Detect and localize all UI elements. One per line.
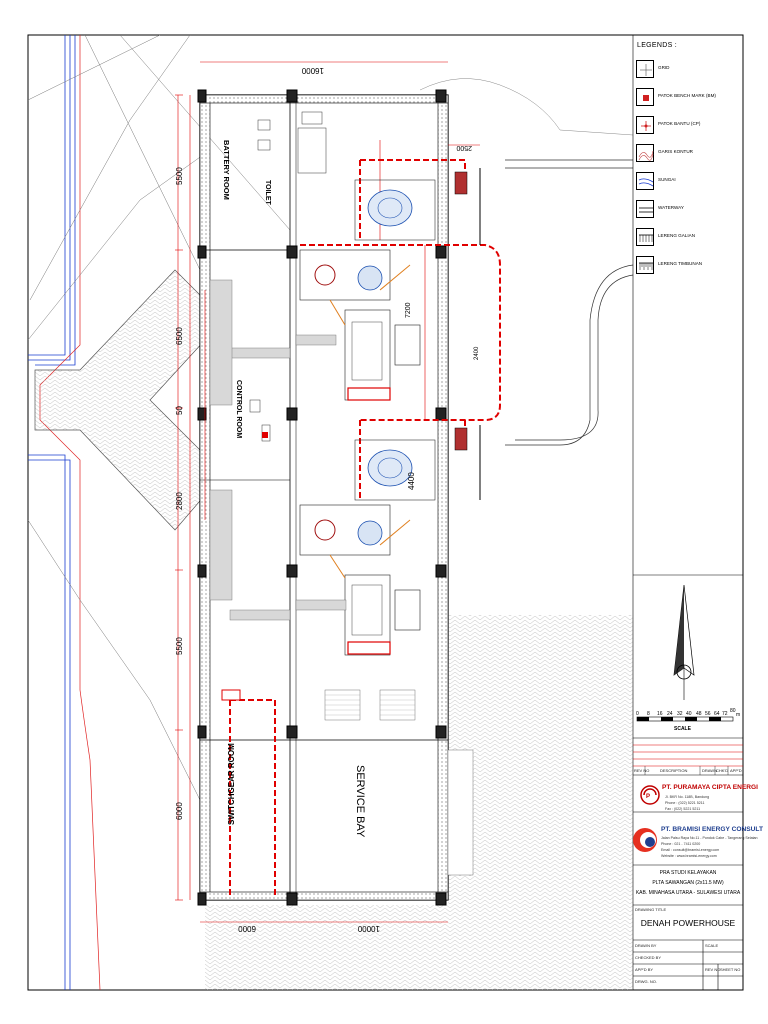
dim-5500-lower: 5500 xyxy=(175,637,184,655)
legend-label: GRID xyxy=(658,65,670,70)
owner-company-name: PT. PURAMAYA CIPTA ENERGI xyxy=(662,784,758,791)
legend-label: GARIS KONTUR xyxy=(658,149,693,154)
legend-title: LEGENDS : xyxy=(637,42,678,49)
cut-slope-icon xyxy=(636,228,654,246)
dim-bottom-left: 6000 xyxy=(238,924,256,933)
scale-tick: 48 xyxy=(696,711,702,717)
dim-7200: 7200 xyxy=(405,302,412,318)
scale-tick: 80 xyxy=(730,708,736,714)
sheet-no-label: SHEET NO xyxy=(720,967,741,972)
dim-bottom-right: 10000 xyxy=(357,924,380,933)
legend-item-contour: GARIS KONTUR xyxy=(636,144,740,170)
drawing-title: DENAH POWERHOUSE xyxy=(640,918,736,928)
drawn-label: DRAWN xyxy=(702,768,717,773)
river-lines xyxy=(28,35,76,990)
scale-tick: 56 xyxy=(705,711,711,717)
legend-item-grid: GRID xyxy=(636,60,740,86)
legend-item-fill-slope: LERENG TIMBUNAN xyxy=(636,256,740,282)
dim-6000: 6000 xyxy=(175,802,184,820)
owner-address-line: Jl. BKR No. 118B, Bandung xyxy=(665,795,710,799)
dim-2400: 2400 xyxy=(474,346,480,360)
control-point-icon xyxy=(636,116,654,134)
waterway-icon xyxy=(636,200,654,218)
drawn-by-label: DRAWN BY xyxy=(635,943,657,948)
room-battery: BATTERY ROOM xyxy=(222,140,231,200)
terrain-hatch xyxy=(448,615,633,990)
scale-tick: 40 xyxy=(686,711,692,717)
scale-tick: 24 xyxy=(667,711,673,717)
scale-tick: 32 xyxy=(677,711,683,717)
north-arrow-icon xyxy=(673,584,695,700)
approved-label: APP'D xyxy=(730,768,742,773)
rev-no-label: REV NO xyxy=(634,768,650,773)
checked-label: CHK'D xyxy=(716,768,729,773)
approved-by-label: APP'D BY xyxy=(635,967,654,972)
dimension-lines xyxy=(175,61,480,923)
scale-bar xyxy=(636,716,734,722)
drawing-title-label: DRAWING TITLE xyxy=(635,907,667,912)
legend-item-river: SUNGAI xyxy=(636,172,740,198)
fill-slope-icon xyxy=(636,256,654,274)
dim-4400: 4400 xyxy=(407,472,416,490)
room-toilet: TOILET xyxy=(264,180,271,205)
consultant-address-line: Jalan Palsu Raya No.11 - Pondok Cabe - T… xyxy=(661,836,758,840)
consultant-address-line: Email : consult@bramisi-energy.com xyxy=(661,848,720,852)
legend-label: SUNGAI xyxy=(658,177,676,182)
consultant-address-line: Phone : 021 - 7411 0200 xyxy=(661,842,701,846)
consultant-address-line: Website : www.bramisi-energy.com xyxy=(661,854,717,858)
consultant-logo-icon xyxy=(633,828,657,852)
legend-item-waterway: WATERWAY xyxy=(636,200,740,226)
consultant-company-name: PT. BRAMISI ENERGY CONSULT xyxy=(661,826,763,833)
project-line: KAB. MINAHASA UTARA - SULAWESI UTARA xyxy=(635,890,741,896)
penstock-bifurcation xyxy=(34,269,206,531)
dim-5500-upper: 5500 xyxy=(175,167,184,185)
legend-label: WATERWAY xyxy=(658,205,684,210)
scale-unit: m xyxy=(736,712,740,718)
scale-tick: 16 xyxy=(657,711,663,717)
svg-text:P: P xyxy=(646,794,650,800)
grid-icon xyxy=(636,60,654,78)
drawing-no-label: DRWG. NO. xyxy=(635,979,657,984)
dim-2500: 2500 xyxy=(456,144,472,151)
scale-tick: 0 xyxy=(636,711,639,717)
river-icon xyxy=(636,172,654,190)
rev-no-field-label: REV NO xyxy=(705,967,721,972)
legend-label: LERENG GALIAN xyxy=(658,233,696,238)
dim-top-width: 16000 xyxy=(301,66,324,75)
description-label: DESCRIPTION xyxy=(660,768,688,773)
room-switchgear: SWITCHGEAR ROOM xyxy=(227,743,236,825)
project-line: PRA STUDI KELAYAKAN xyxy=(659,870,717,876)
scale-tick: 64 xyxy=(714,711,720,717)
scale-field-label: SCALE xyxy=(705,943,719,948)
dim-50: 50 xyxy=(175,406,184,415)
legend-label: PATOK BANTU (CP) xyxy=(658,121,701,126)
contour-icon xyxy=(636,144,654,162)
generator-unit-1 xyxy=(299,179,436,401)
building-outline xyxy=(199,94,449,901)
room-service-bay: SERVICE BAY xyxy=(354,765,366,838)
benchmark-icon xyxy=(636,88,654,106)
room-control: CONTROL ROOM xyxy=(235,380,242,438)
generator-unit-2 xyxy=(299,439,436,656)
legend-label: LERENG TIMBUNAN xyxy=(658,261,703,266)
project-line: PLTA SAWANGAN (2x11.5 MW) xyxy=(652,880,724,886)
scale-label: SCALE xyxy=(674,726,691,732)
scale-tick: 72 xyxy=(722,711,728,717)
legend-label: PATOK BENCH MARK (BM) xyxy=(658,93,716,98)
legend-item-control-point: PATOK BANTU (CP) xyxy=(636,116,740,142)
owner-address-line: Fax : (022) 5221 5211 xyxy=(665,807,701,811)
dim-6500: 6500 xyxy=(175,327,184,345)
owner-logo-icon: P xyxy=(640,785,660,805)
titleblock-frame xyxy=(632,35,743,990)
legend-item-cut-slope: LERENG GALIAN xyxy=(636,228,740,254)
checked-by-label: CHECKED BY xyxy=(635,955,662,960)
structural-columns xyxy=(197,89,447,906)
owner-address-line: Phone : (022) 5221 5211 xyxy=(665,801,705,805)
scale-tick: 8 xyxy=(647,711,650,717)
dim-2800: 2800 xyxy=(175,492,184,510)
legend-item-benchmark: PATOK BENCH MARK (BM) xyxy=(636,88,740,114)
